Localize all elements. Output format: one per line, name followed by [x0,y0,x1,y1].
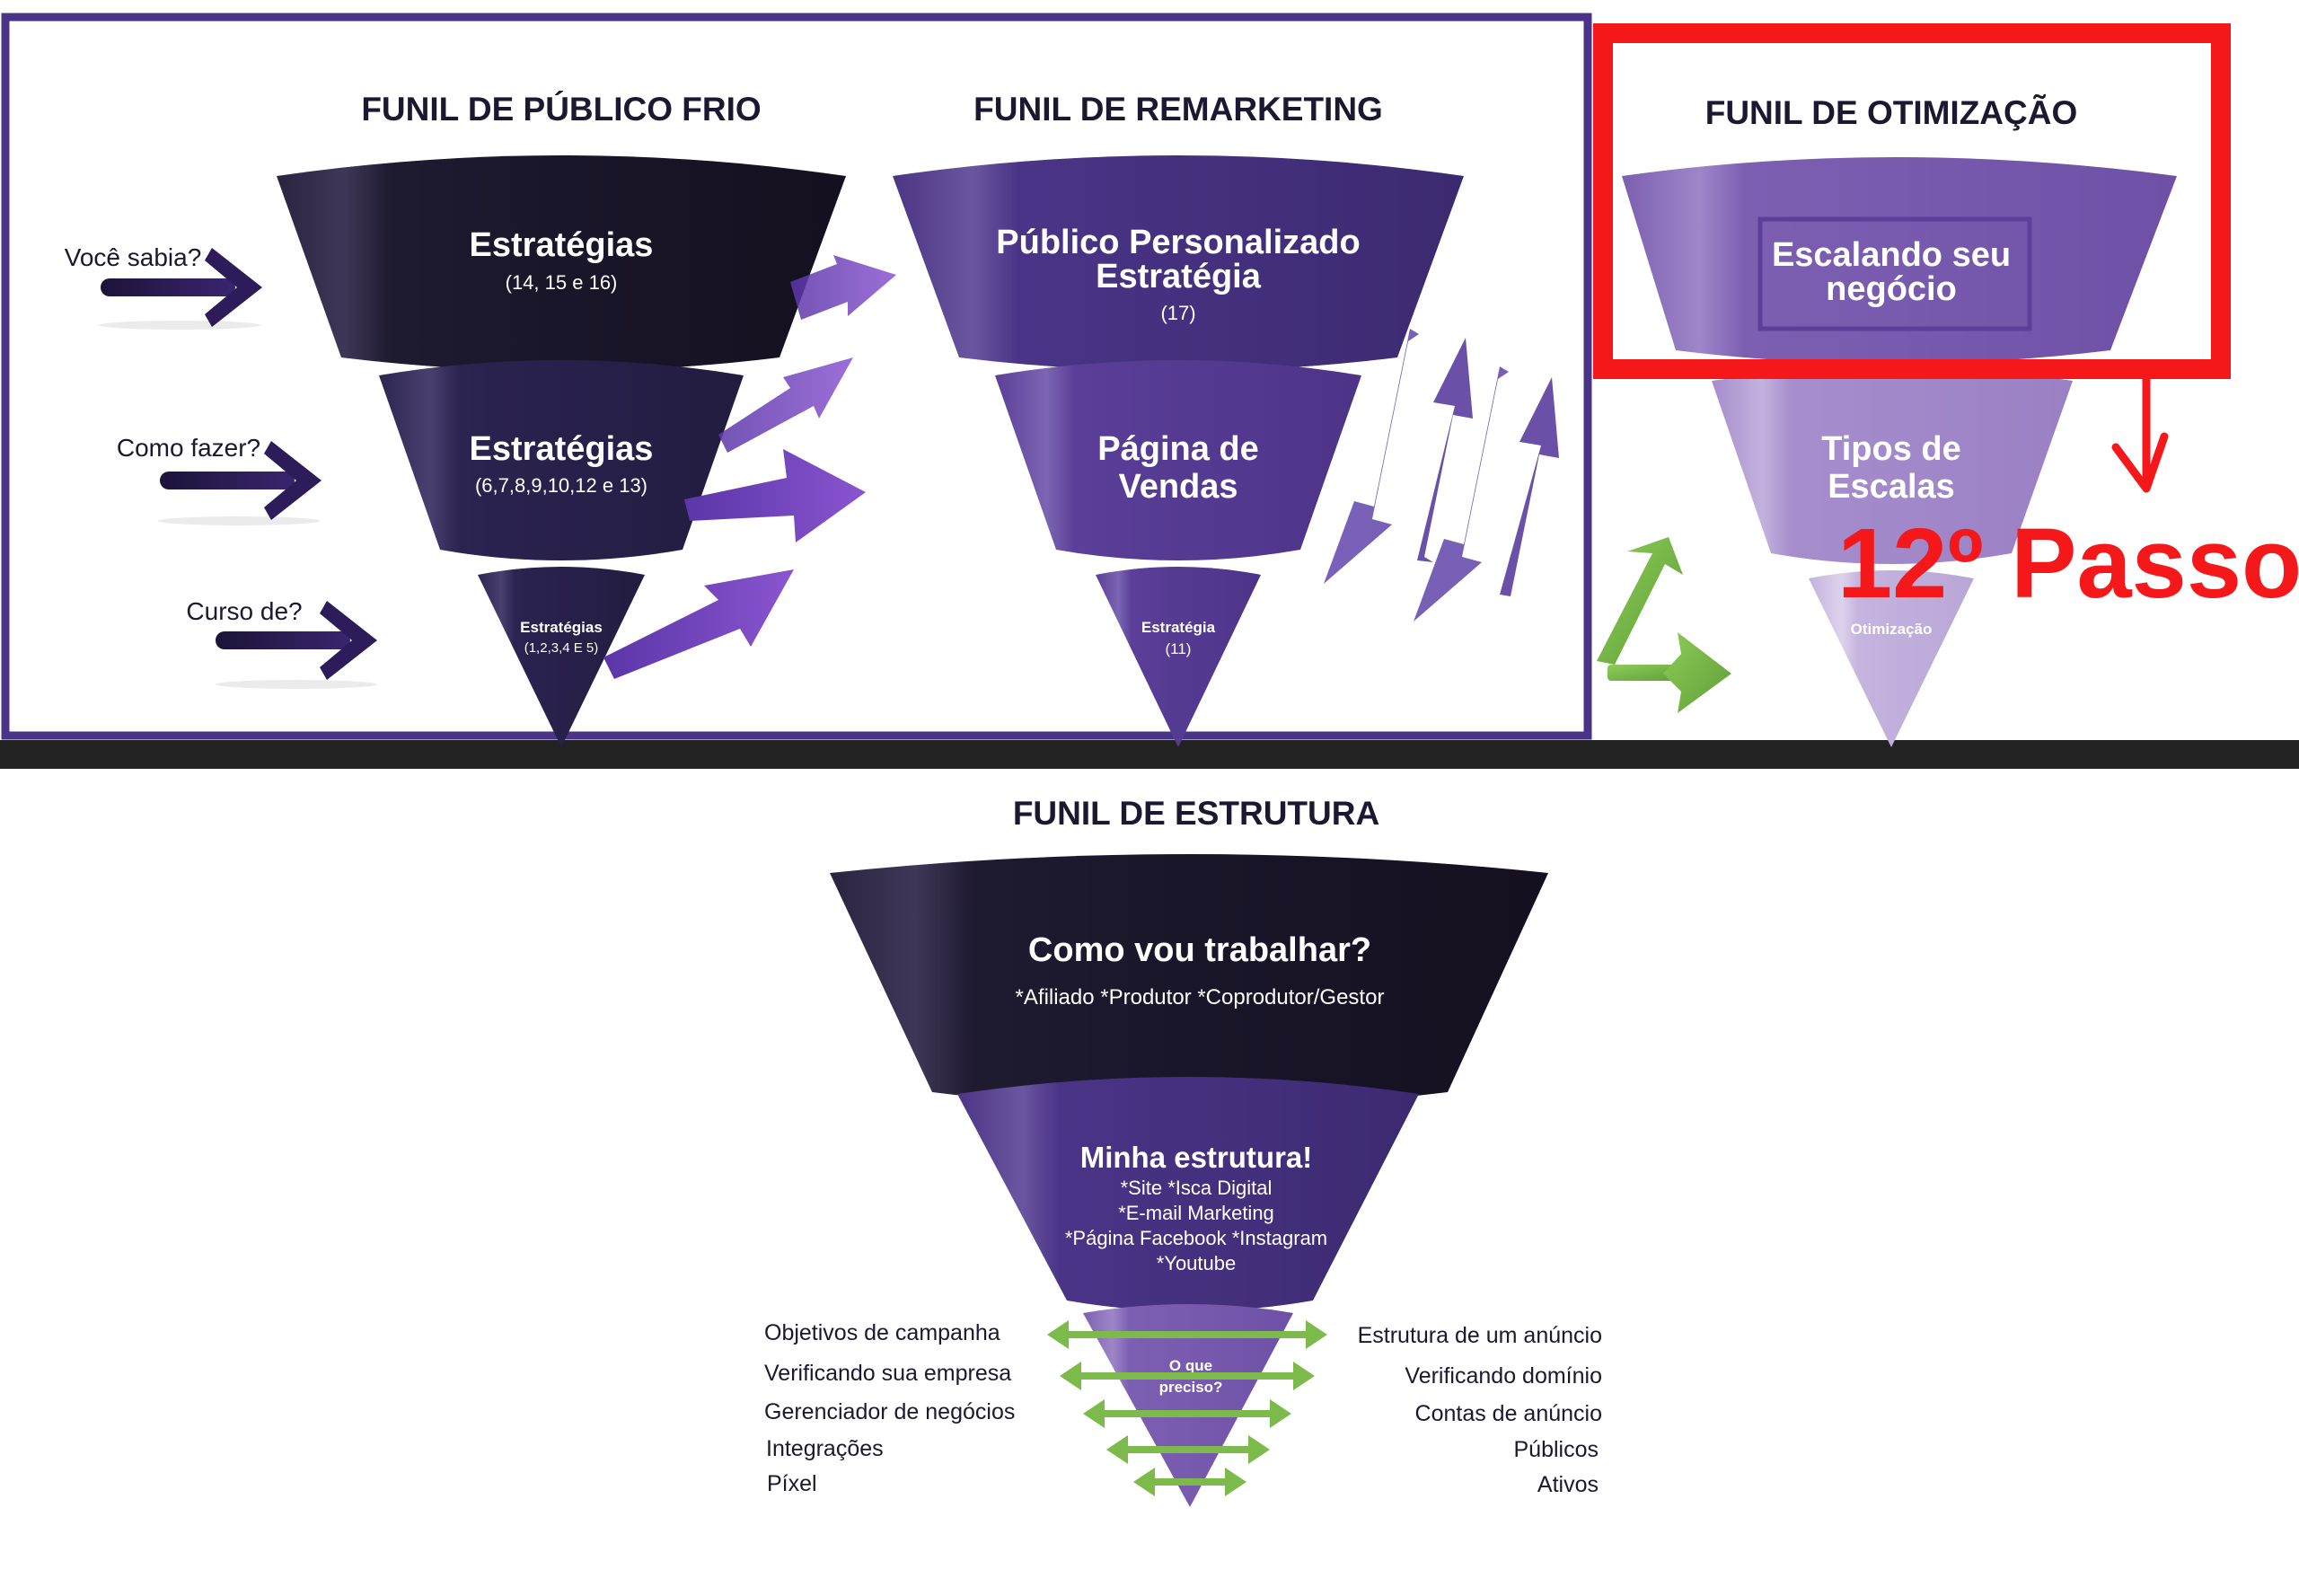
highlight-box [1593,23,2231,379]
structure-middle-line: *Site *Isca Digital [1121,1177,1273,1199]
side-label-como-fazer: Como fazer? [117,434,260,462]
structure-left-item: Píxel [767,1471,817,1496]
structure-right-item: Contas de anúncio [1415,1401,1602,1426]
arrow-to-remarketing-icon [684,449,866,542]
cold-audience-funnel: FUNIL DE PÚBLICO FRIO Estratégias (14, 1… [65,90,896,747]
green-double-arrow-icon [1106,1435,1270,1464]
remarketing-top-line2: Estratégia [1096,258,1262,295]
green-double-arrow-icon [1060,1362,1315,1390]
remarketing-middle-line1: Página de [1097,430,1259,468]
cold-funnel-title: FUNIL DE PÚBLICO FRIO [361,90,761,128]
structure-middle-line: *E-mail Marketing [1118,1202,1274,1224]
red-arrow-head-icon [2111,432,2169,493]
step-label: 12º Passo [1837,508,2299,619]
arrow-right-icon [216,601,377,689]
remarketing-funnel: FUNIL DE REMARKETING Público Personaliza… [893,91,1559,747]
structure-top-sub: *Afiliado *Produtor *Coprodutor/Gestor [1016,985,1385,1010]
arrow-to-remarketing-icon [790,255,896,320]
remarketing-bottom-title: Estratégia [1141,619,1216,636]
structure-funnel: FUNIL DE ESTRUTURA Como vou trabalhar? *… [764,795,1602,1507]
green-double-arrow-icon [1133,1468,1246,1496]
structure-top-title: Como vou trabalhar? [1028,931,1371,969]
optimization-top-line2: negócio [1826,270,1957,308]
optimization-bottom-title: Otimização [1851,621,1933,638]
remarketing-funnel-title: FUNIL DE REMARKETING [973,91,1383,128]
optimization-middle-line1: Tipos de [1821,430,1961,468]
cold-top-sub: (14, 15 e 16) [506,271,618,294]
optimization-funnel-title: FUNIL DE OTIMIZAÇÃO [1705,93,2078,131]
remarketing-top-line1: Público Personalizado [996,224,1360,261]
cold-middle-sub: (6,7,8,9,10,12 e 13) [475,474,647,497]
structure-right-item: Ativos [1537,1472,1599,1497]
optimization-middle-layer [1712,367,2073,564]
cold-funnel-top-layer [277,155,846,371]
optimization-top-inner-box [1757,216,2032,331]
structure-middle-layer [957,1077,1419,1311]
cold-bottom-sub: (1,2,3,4 E 5) [524,640,599,656]
remarketing-top-layer [893,155,1464,371]
optimization-funnel: FUNIL DE OTIMIZAÇÃO Escalando seu negóci… [1622,93,2177,747]
structure-middle-line: *Página Facebook *Instagram [1065,1227,1327,1249]
structure-right-item: Públicos [1514,1437,1599,1462]
optimization-top-line1: Escalando seu [1772,236,2011,274]
remarketing-middle-layer [995,360,1361,560]
structure-right-item: Estrutura de um anúncio [1358,1323,1602,1348]
remarketing-bottom-sub: (11) [1166,640,1192,657]
side-label-voce-sabia: Você sabia? [65,243,202,271]
cold-top-title: Estratégias [470,226,654,264]
green-connector-arrow-icon [1597,537,1731,713]
structure-middle-title: Minha estrutura! [1080,1141,1313,1174]
arrow-to-remarketing-icon [718,357,853,453]
divider-bar [0,740,2299,769]
side-label-curso-de: Curso de? [186,597,302,625]
structure-bottom-layer [1083,1304,1293,1507]
structure-bottom-line1: O que [1169,1357,1212,1374]
optimization-middle-line2: Escalas [1828,468,1955,506]
structure-bottom-line2: preciso? [1159,1379,1223,1396]
green-double-arrow-icon [1047,1320,1327,1349]
double-arrow-icon [1324,329,1559,622]
cold-middle-title: Estratégias [470,430,654,468]
structure-right-item: Verificando domínio [1405,1363,1602,1389]
structure-left-item: Verificando sua empresa [764,1361,1011,1386]
optimization-bottom-layer [1809,570,1974,747]
remarketing-bottom-layer [1096,567,1261,747]
structure-middle-line: *Youtube [1157,1252,1237,1274]
structure-left-item: Integrações [766,1436,884,1461]
arrow-to-remarketing-icon [603,569,794,679]
cold-funnel-middle-layer [379,360,744,560]
cold-bottom-title: Estratégias [520,619,603,636]
remarketing-top-sub: (17) [1160,302,1195,324]
structure-funnel-title: FUNIL DE ESTRUTURA [1013,795,1379,832]
structure-left-item: Gerenciador de negócios [764,1399,1015,1424]
structure-left-item: Objetivos de campanha [764,1320,1000,1345]
highlight-annotation: 12º Passo [1593,23,2299,619]
left-panel-frame [1,13,1592,740]
arrow-right-icon [158,441,322,525]
remarketing-middle-line2: Vendas [1118,468,1238,506]
green-double-arrow-icon [1083,1399,1291,1428]
cold-funnel-bottom-layer [478,567,645,747]
arrow-right-icon [99,248,262,330]
structure-top-layer [830,854,1548,1108]
